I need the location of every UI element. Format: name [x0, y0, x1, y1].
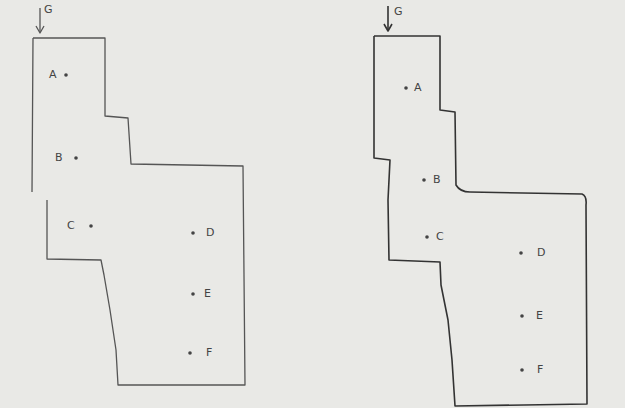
- right-outline: [374, 6, 587, 406]
- point-label: A: [414, 82, 422, 93]
- load-label: G: [394, 6, 403, 17]
- load-arrow-head: [384, 24, 392, 31]
- point-dot: [64, 73, 68, 77]
- load-arrow-shaft: [387, 6, 389, 30]
- point-dot: [89, 224, 93, 228]
- point-dot: [191, 231, 195, 235]
- point-label: F: [206, 347, 212, 358]
- point-label: D: [206, 227, 214, 238]
- point-label: C: [67, 220, 75, 231]
- point-dot: [520, 368, 524, 372]
- load-arrow-shaft: [39, 8, 40, 32]
- point-dot: [74, 156, 78, 160]
- point-label: E: [536, 310, 543, 321]
- point-label: D: [537, 247, 545, 258]
- point-dot: [188, 351, 192, 355]
- point-label: B: [55, 152, 63, 163]
- outline-path: [32, 38, 245, 385]
- point-dot: [404, 86, 408, 90]
- point-dot: [519, 251, 523, 255]
- point-label: C: [436, 231, 444, 242]
- outline-path: [374, 36, 587, 406]
- load-label: G: [44, 4, 53, 15]
- point-label: B: [433, 174, 441, 185]
- point-label: A: [49, 69, 57, 80]
- point-label: F: [537, 364, 543, 375]
- point-dots: [64, 73, 524, 372]
- point-dot: [520, 314, 524, 318]
- point-dot: [191, 292, 195, 296]
- point-dot: [422, 178, 426, 182]
- point-dot: [425, 235, 429, 239]
- left-outline: [32, 8, 245, 385]
- load-arrow-head: [36, 26, 44, 33]
- point-label: E: [204, 288, 211, 299]
